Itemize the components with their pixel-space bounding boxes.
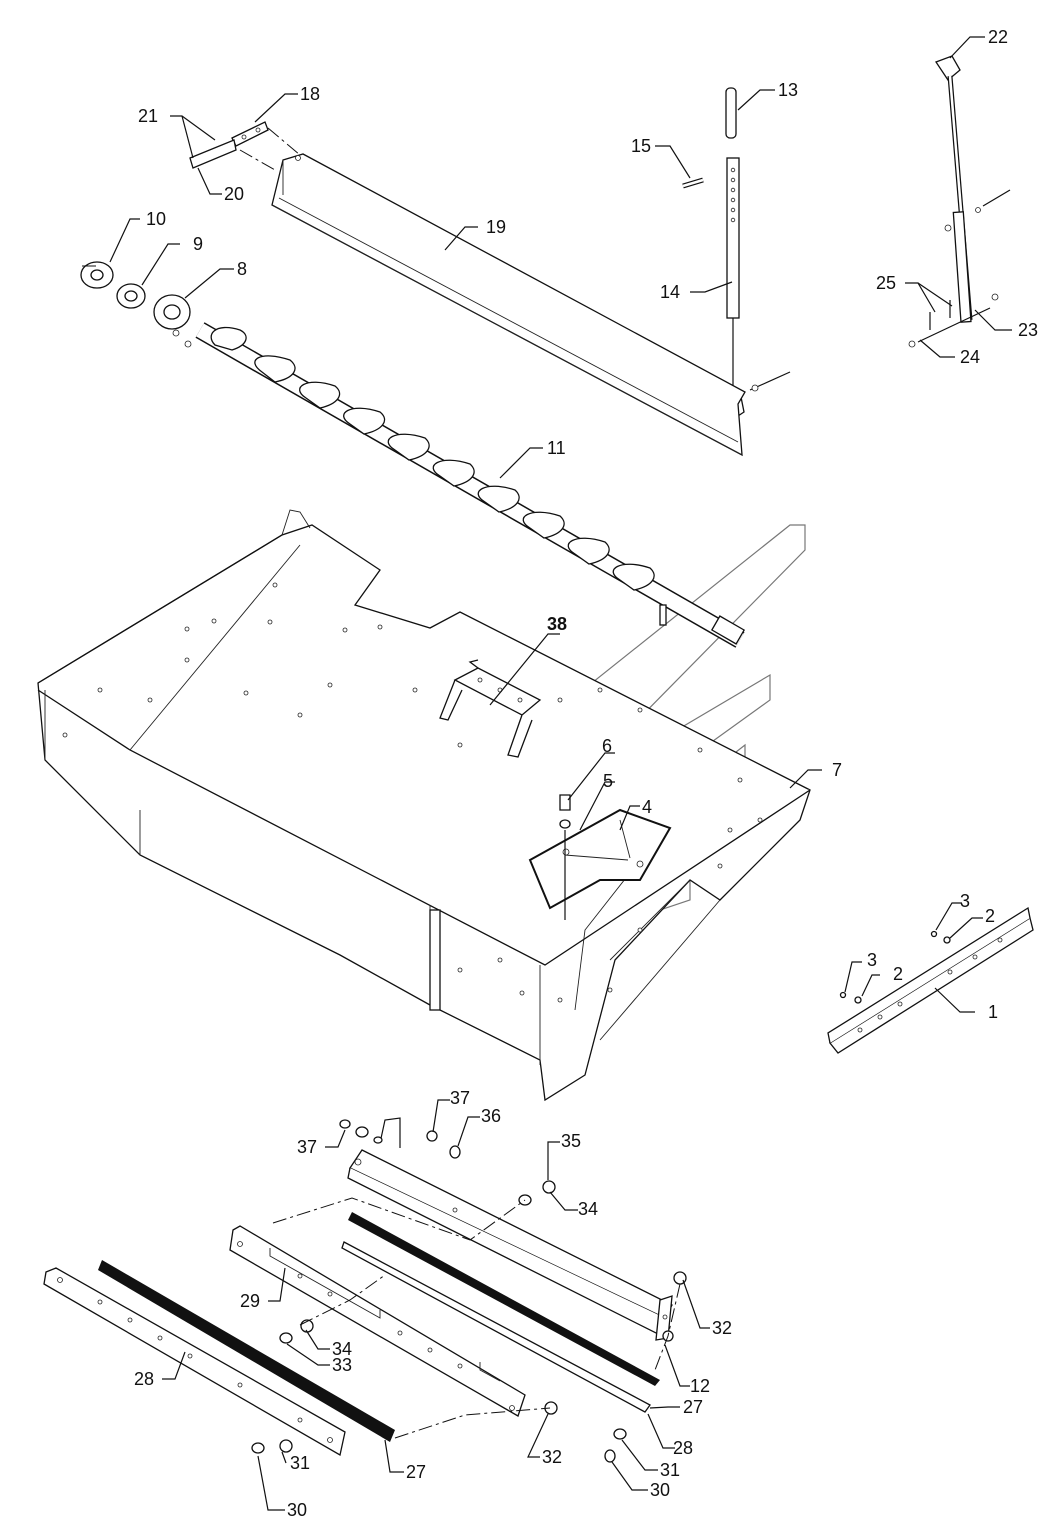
label-27b: 27 [406,1462,426,1482]
dash-lines [272,1197,681,1439]
label-37b: 37 [297,1137,317,1157]
label-30a: 30 [650,1480,670,1500]
label-34a: 34 [578,1199,598,1219]
label-37a: 37 [450,1088,470,1108]
label-7: 7 [832,760,842,780]
label-18: 18 [300,84,320,104]
label-4: 4 [642,797,652,817]
label-14: 14 [660,282,680,302]
cross-member-12 [347,1117,673,1341]
label-22: 22 [988,27,1008,47]
label-15: 15 [631,136,651,156]
label-21: 21 [138,106,158,126]
feeder-trough-7 [37,509,811,1102]
label-9: 9 [193,234,203,254]
label-29: 29 [240,1291,260,1311]
hardware-lower [251,1119,687,1463]
bar-28 [43,1267,346,1457]
pin-15 [682,177,704,189]
label-13: 13 [778,80,798,100]
label-31a: 31 [660,1460,680,1480]
label-28b: 28 [134,1369,154,1389]
label-24: 24 [960,347,980,367]
part-labels: 18 21 20 19 10 9 8 11 13 15 14 22 25 23 … [134,27,1038,1520]
strip-27-lower [98,1260,395,1442]
label-36: 36 [481,1106,501,1126]
label-33: 33 [332,1355,352,1375]
label-19: 19 [486,217,506,237]
label-11: 11 [547,438,566,458]
auger-cover-19 [271,153,746,457]
bolt-6 [559,794,571,920]
label-10: 10 [146,209,166,229]
label-25: 25 [876,273,896,293]
flange-10 [80,261,114,289]
label-5: 5 [603,771,613,791]
label-31b: 31 [290,1453,310,1473]
label-8: 8 [237,259,247,279]
label-27a: 27 [683,1397,703,1417]
label-2b: 2 [893,964,903,984]
flange-8 [153,294,192,348]
label-20: 20 [224,184,244,204]
label-2a: 2 [985,906,995,926]
label-30b: 30 [287,1500,307,1520]
label-6: 6 [602,736,612,756]
auger-11 [195,322,746,648]
label-3b: 3 [867,950,877,970]
label-12: 12 [690,1376,710,1396]
knife-27-upper [341,1212,660,1413]
bracket-38 [439,659,542,758]
bearing-9 [116,283,146,309]
bar-29 [229,1225,526,1417]
label-32b: 32 [542,1447,562,1467]
leader-lines [109,36,1012,1511]
label-23: 23 [1018,320,1038,340]
label-3a: 3 [960,891,970,911]
rod-13 [725,87,737,139]
label-28a: 28 [673,1438,693,1458]
handle-assembly-22 [908,55,1011,348]
label-38: 38 [547,614,567,634]
label-34b: 34 [332,1339,352,1359]
label-35: 35 [561,1131,581,1151]
label-1: 1 [988,1002,998,1022]
label-32a: 32 [712,1318,732,1338]
bracket-18-20 [189,121,301,171]
rail-1 [827,906,1034,1054]
